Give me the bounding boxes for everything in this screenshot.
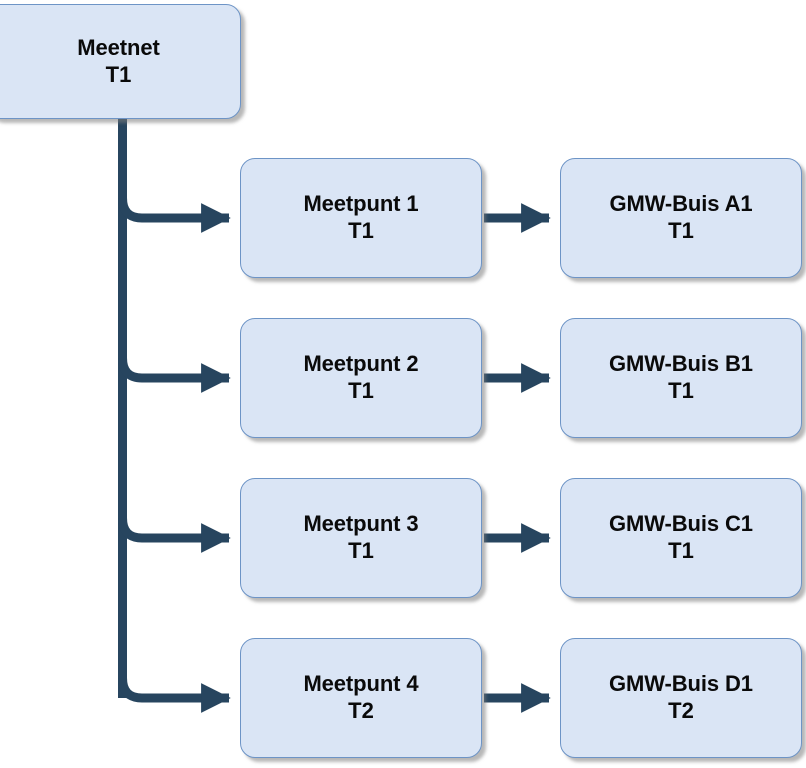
connector-root-to-meetpunt-3 bbox=[118, 517, 231, 553]
node-meetpunt-2-label: Meetpunt 2 bbox=[303, 351, 419, 377]
node-meetpunt-2[interactable]: Meetpunt 2 T1 bbox=[240, 318, 482, 438]
connector-root-to-meetpunt-4 bbox=[118, 677, 231, 713]
node-meetnet-sublabel: T1 bbox=[105, 61, 132, 87]
node-gmw-buis-a1-sublabel: T1 bbox=[668, 218, 694, 243]
node-meetnet-label: Meetnet bbox=[77, 34, 160, 60]
connector-root-to-meetpunt-2 bbox=[118, 357, 231, 393]
node-meetpunt-2-sublabel: T1 bbox=[348, 378, 374, 403]
node-gmw-buis-a1-label: GMW-Buis A1 bbox=[609, 191, 753, 217]
node-gmw-buis-d1[interactable]: GMW-Buis D1 T2 bbox=[560, 638, 802, 758]
node-gmw-buis-b1-label: GMW-Buis B1 bbox=[609, 351, 753, 377]
node-gmw-buis-a1[interactable]: GMW-Buis A1 T1 bbox=[560, 158, 802, 278]
node-meetpunt-4[interactable]: Meetpunt 4 T2 bbox=[240, 638, 482, 758]
node-gmw-buis-b1-sublabel: T1 bbox=[668, 378, 694, 403]
node-gmw-buis-c1-label: GMW-Buis C1 bbox=[609, 511, 753, 537]
node-meetnet[interactable]: Meetnet T1 bbox=[0, 4, 241, 119]
node-meetpunt-1-sublabel: T1 bbox=[348, 218, 374, 243]
node-meetpunt-4-label: Meetpunt 4 bbox=[303, 671, 419, 697]
node-meetpunt-1[interactable]: Meetpunt 1 T1 bbox=[240, 158, 482, 278]
node-gmw-buis-d1-sublabel: T2 bbox=[668, 698, 694, 723]
node-gmw-buis-b1[interactable]: GMW-Buis B1 T1 bbox=[560, 318, 802, 438]
node-meetpunt-3-label: Meetpunt 3 bbox=[303, 511, 419, 537]
node-meetpunt-1-label: Meetpunt 1 bbox=[303, 191, 419, 217]
node-meetpunt-4-sublabel: T2 bbox=[348, 698, 374, 723]
node-gmw-buis-c1[interactable]: GMW-Buis C1 T1 bbox=[560, 478, 802, 598]
node-gmw-buis-d1-label: GMW-Buis D1 bbox=[609, 671, 753, 697]
node-meetpunt-3-sublabel: T1 bbox=[348, 538, 374, 563]
node-gmw-buis-c1-sublabel: T1 bbox=[668, 538, 694, 563]
connector-root-to-meetpunt-1 bbox=[118, 197, 231, 233]
node-meetpunt-3[interactable]: Meetpunt 3 T1 bbox=[240, 478, 482, 598]
